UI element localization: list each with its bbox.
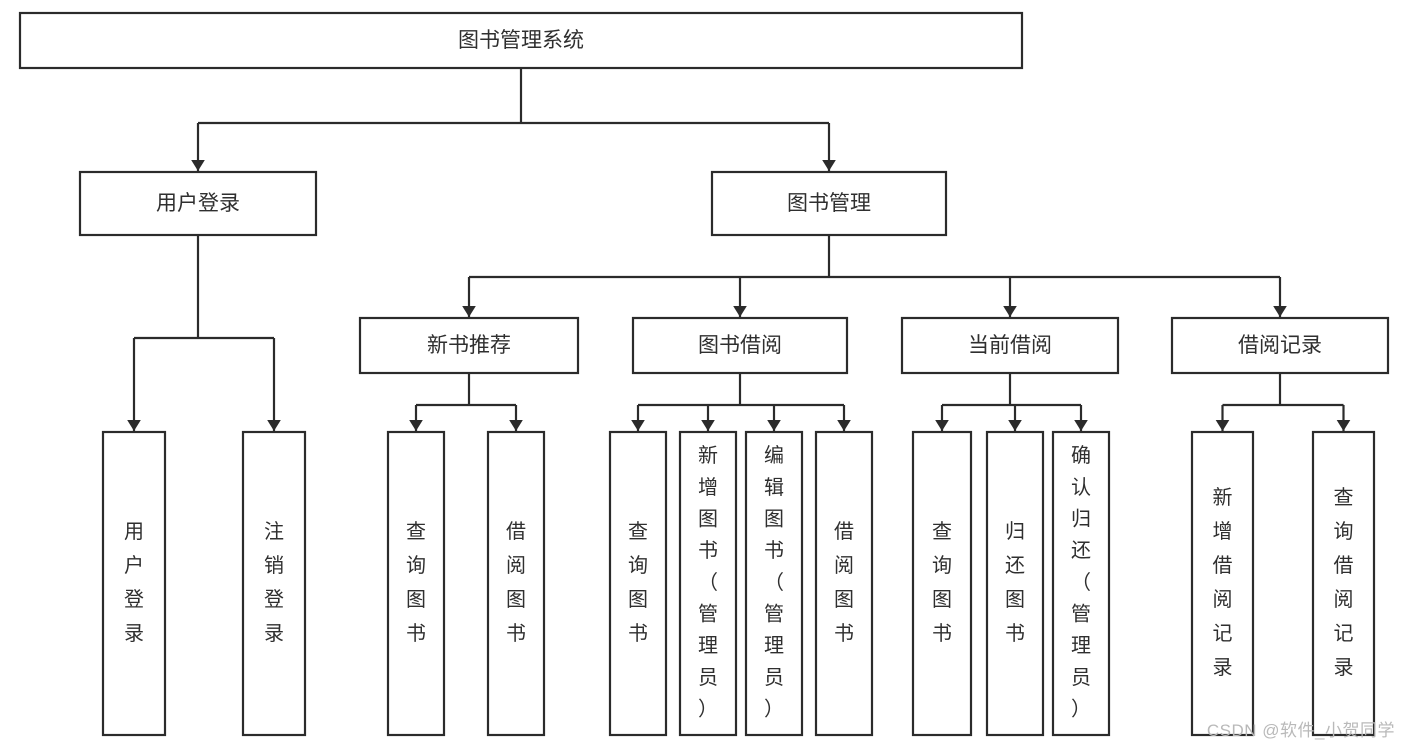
node-label: 用户登录	[124, 521, 144, 645]
arrow-head	[1273, 306, 1287, 317]
node-box	[1190, 430, 1255, 737]
node-label: 新增图书（管理员）	[698, 444, 718, 720]
node-box	[1311, 430, 1376, 737]
node-label: 归还图书	[1005, 520, 1025, 645]
node-leaf[interactable]: 归还图书	[985, 430, 1045, 737]
node-box	[710, 170, 948, 237]
arrow-head	[733, 306, 747, 317]
arrow-head	[1008, 420, 1022, 431]
node-layer: 图书管理系统用户登录图书管理新书推荐图书借阅当前借阅借阅记录用户登录注销登录查询…	[18, 11, 1390, 737]
arrow-head	[767, 420, 781, 431]
node-box	[608, 430, 668, 737]
arrow-head	[631, 420, 645, 431]
node-box	[678, 430, 738, 737]
arrow-head	[1215, 420, 1230, 431]
node-label: 借阅图书	[506, 520, 526, 645]
node-level3[interactable]: 借阅记录	[1170, 316, 1390, 375]
node-label: 用户登录	[156, 192, 240, 215]
node-leaf[interactable]: 借阅图书	[486, 430, 546, 737]
arrow-head	[1336, 420, 1351, 431]
node-label: 借阅记录	[1238, 334, 1322, 357]
node-leaf[interactable]: 新增图书（管理员）	[678, 430, 738, 737]
node-box	[78, 170, 318, 237]
node-label: 查询图书	[406, 520, 426, 645]
node-box	[744, 430, 804, 737]
node-leaf[interactable]: 注销登录	[241, 430, 307, 737]
arrow-head	[462, 306, 476, 317]
node-level3[interactable]: 当前借阅	[900, 316, 1120, 375]
node-box	[18, 11, 1024, 70]
node-box	[985, 430, 1045, 737]
node-leaf[interactable]: 查询图书	[386, 430, 446, 737]
node-box	[631, 316, 849, 375]
node-box	[241, 430, 307, 737]
node-box	[900, 316, 1120, 375]
node-box	[911, 430, 973, 737]
node-label: 注销登录	[264, 520, 284, 645]
arrow-head	[1074, 420, 1088, 431]
node-leaf[interactable]: 新增借阅记录	[1190, 430, 1255, 737]
node-leaf[interactable]: 编辑图书（管理员）	[744, 430, 804, 737]
arrow-head	[191, 160, 205, 171]
node-label: 图书管理	[787, 192, 871, 215]
node-label: 查询图书	[628, 520, 648, 645]
node-label: 新增借阅记录	[1213, 486, 1233, 679]
node-level2[interactable]: 图书管理	[710, 170, 948, 237]
node-level3[interactable]: 图书借阅	[631, 316, 849, 375]
arrow-head	[1003, 306, 1017, 317]
node-label: 新书推荐	[427, 334, 511, 357]
node-leaf[interactable]: 查询图书	[608, 430, 668, 737]
arrow-head	[701, 420, 715, 431]
node-label: 当前借阅	[968, 334, 1052, 357]
node-label: 查询图书	[932, 520, 952, 645]
node-box	[386, 430, 446, 737]
arrow-head	[837, 420, 851, 431]
node-label: 确认归还（管理员）	[1071, 444, 1091, 720]
connector-layer	[127, 68, 1351, 431]
arrow-head	[822, 160, 836, 171]
node-box	[1170, 316, 1390, 375]
arrow-head	[935, 420, 949, 431]
node-box	[486, 430, 546, 737]
arrow-head	[267, 420, 281, 431]
node-label: 图书管理系统	[458, 29, 584, 52]
node-label: 借阅图书	[834, 520, 854, 645]
node-box	[358, 316, 580, 375]
node-leaf[interactable]: 借阅图书	[814, 430, 874, 737]
node-leaf[interactable]: 查询借阅记录	[1311, 430, 1376, 737]
arrow-head	[409, 420, 423, 431]
node-root[interactable]: 图书管理系统	[18, 11, 1024, 70]
node-leaf[interactable]: 用户登录	[101, 430, 167, 737]
node-leaf[interactable]: 确认归还（管理员）	[1051, 430, 1111, 737]
node-label: 查询借阅记录	[1334, 486, 1354, 679]
node-level3[interactable]: 新书推荐	[358, 316, 580, 375]
node-leaf[interactable]: 查询图书	[911, 430, 973, 737]
node-label: 图书借阅	[698, 334, 782, 357]
node-box	[814, 430, 874, 737]
node-level2[interactable]: 用户登录	[78, 170, 318, 237]
arrow-head	[509, 420, 523, 431]
node-box	[1051, 430, 1111, 737]
arrow-head	[127, 420, 141, 431]
node-box	[101, 430, 167, 737]
node-label: 编辑图书（管理员）	[764, 444, 784, 720]
